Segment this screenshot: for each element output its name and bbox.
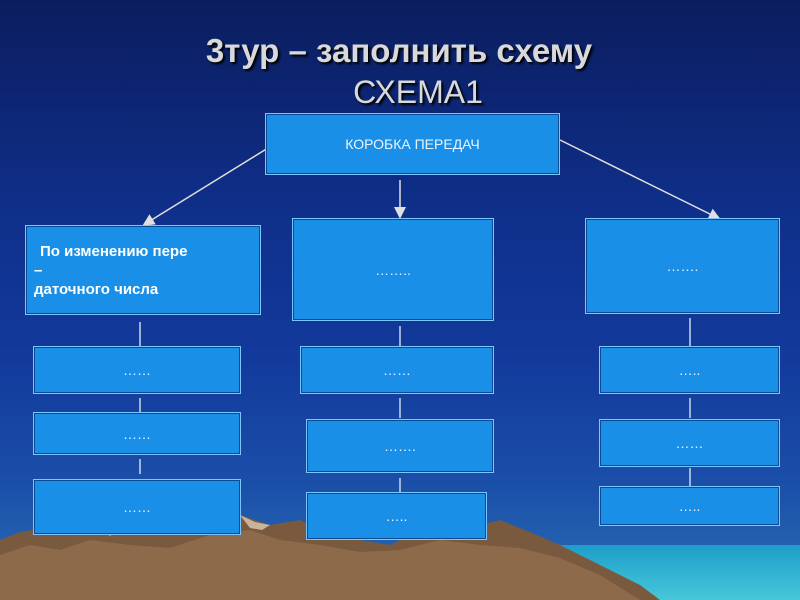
left-child-3: …… [33,479,241,535]
middle-child-1: …… [300,346,494,394]
slide-subtitle: СХЕМА1 [353,74,483,110]
middle-child-3: ….. [306,492,487,540]
left-child-2: …… [33,412,241,455]
left-child-1: …… [33,346,241,394]
middle-child-2: ……. [306,419,494,473]
right-child-2: …… [599,419,780,467]
right-child-3: ….. [599,486,780,526]
branch-box-right: ……. [585,218,780,314]
branch-left-label: По изменению пере – даточного числа [34,242,188,298]
arrow-to-right-branch [559,139,721,220]
slide-title: 3тур – заполнить схему [205,32,593,69]
root-label: КОРОБКА ПЕРЕДАЧ [345,136,480,152]
right-child-1: ….. [599,346,780,394]
branch-box-left: По изменению пере – даточного числа [25,225,261,315]
branch-box-middle: …….. [292,218,494,321]
branch-middle-label: …….. [375,261,411,278]
arrow-to-left-branch [142,147,269,226]
root-box: КОРОБКА ПЕРЕДАЧ [265,113,560,175]
branch-right-label: ……. [666,258,699,274]
